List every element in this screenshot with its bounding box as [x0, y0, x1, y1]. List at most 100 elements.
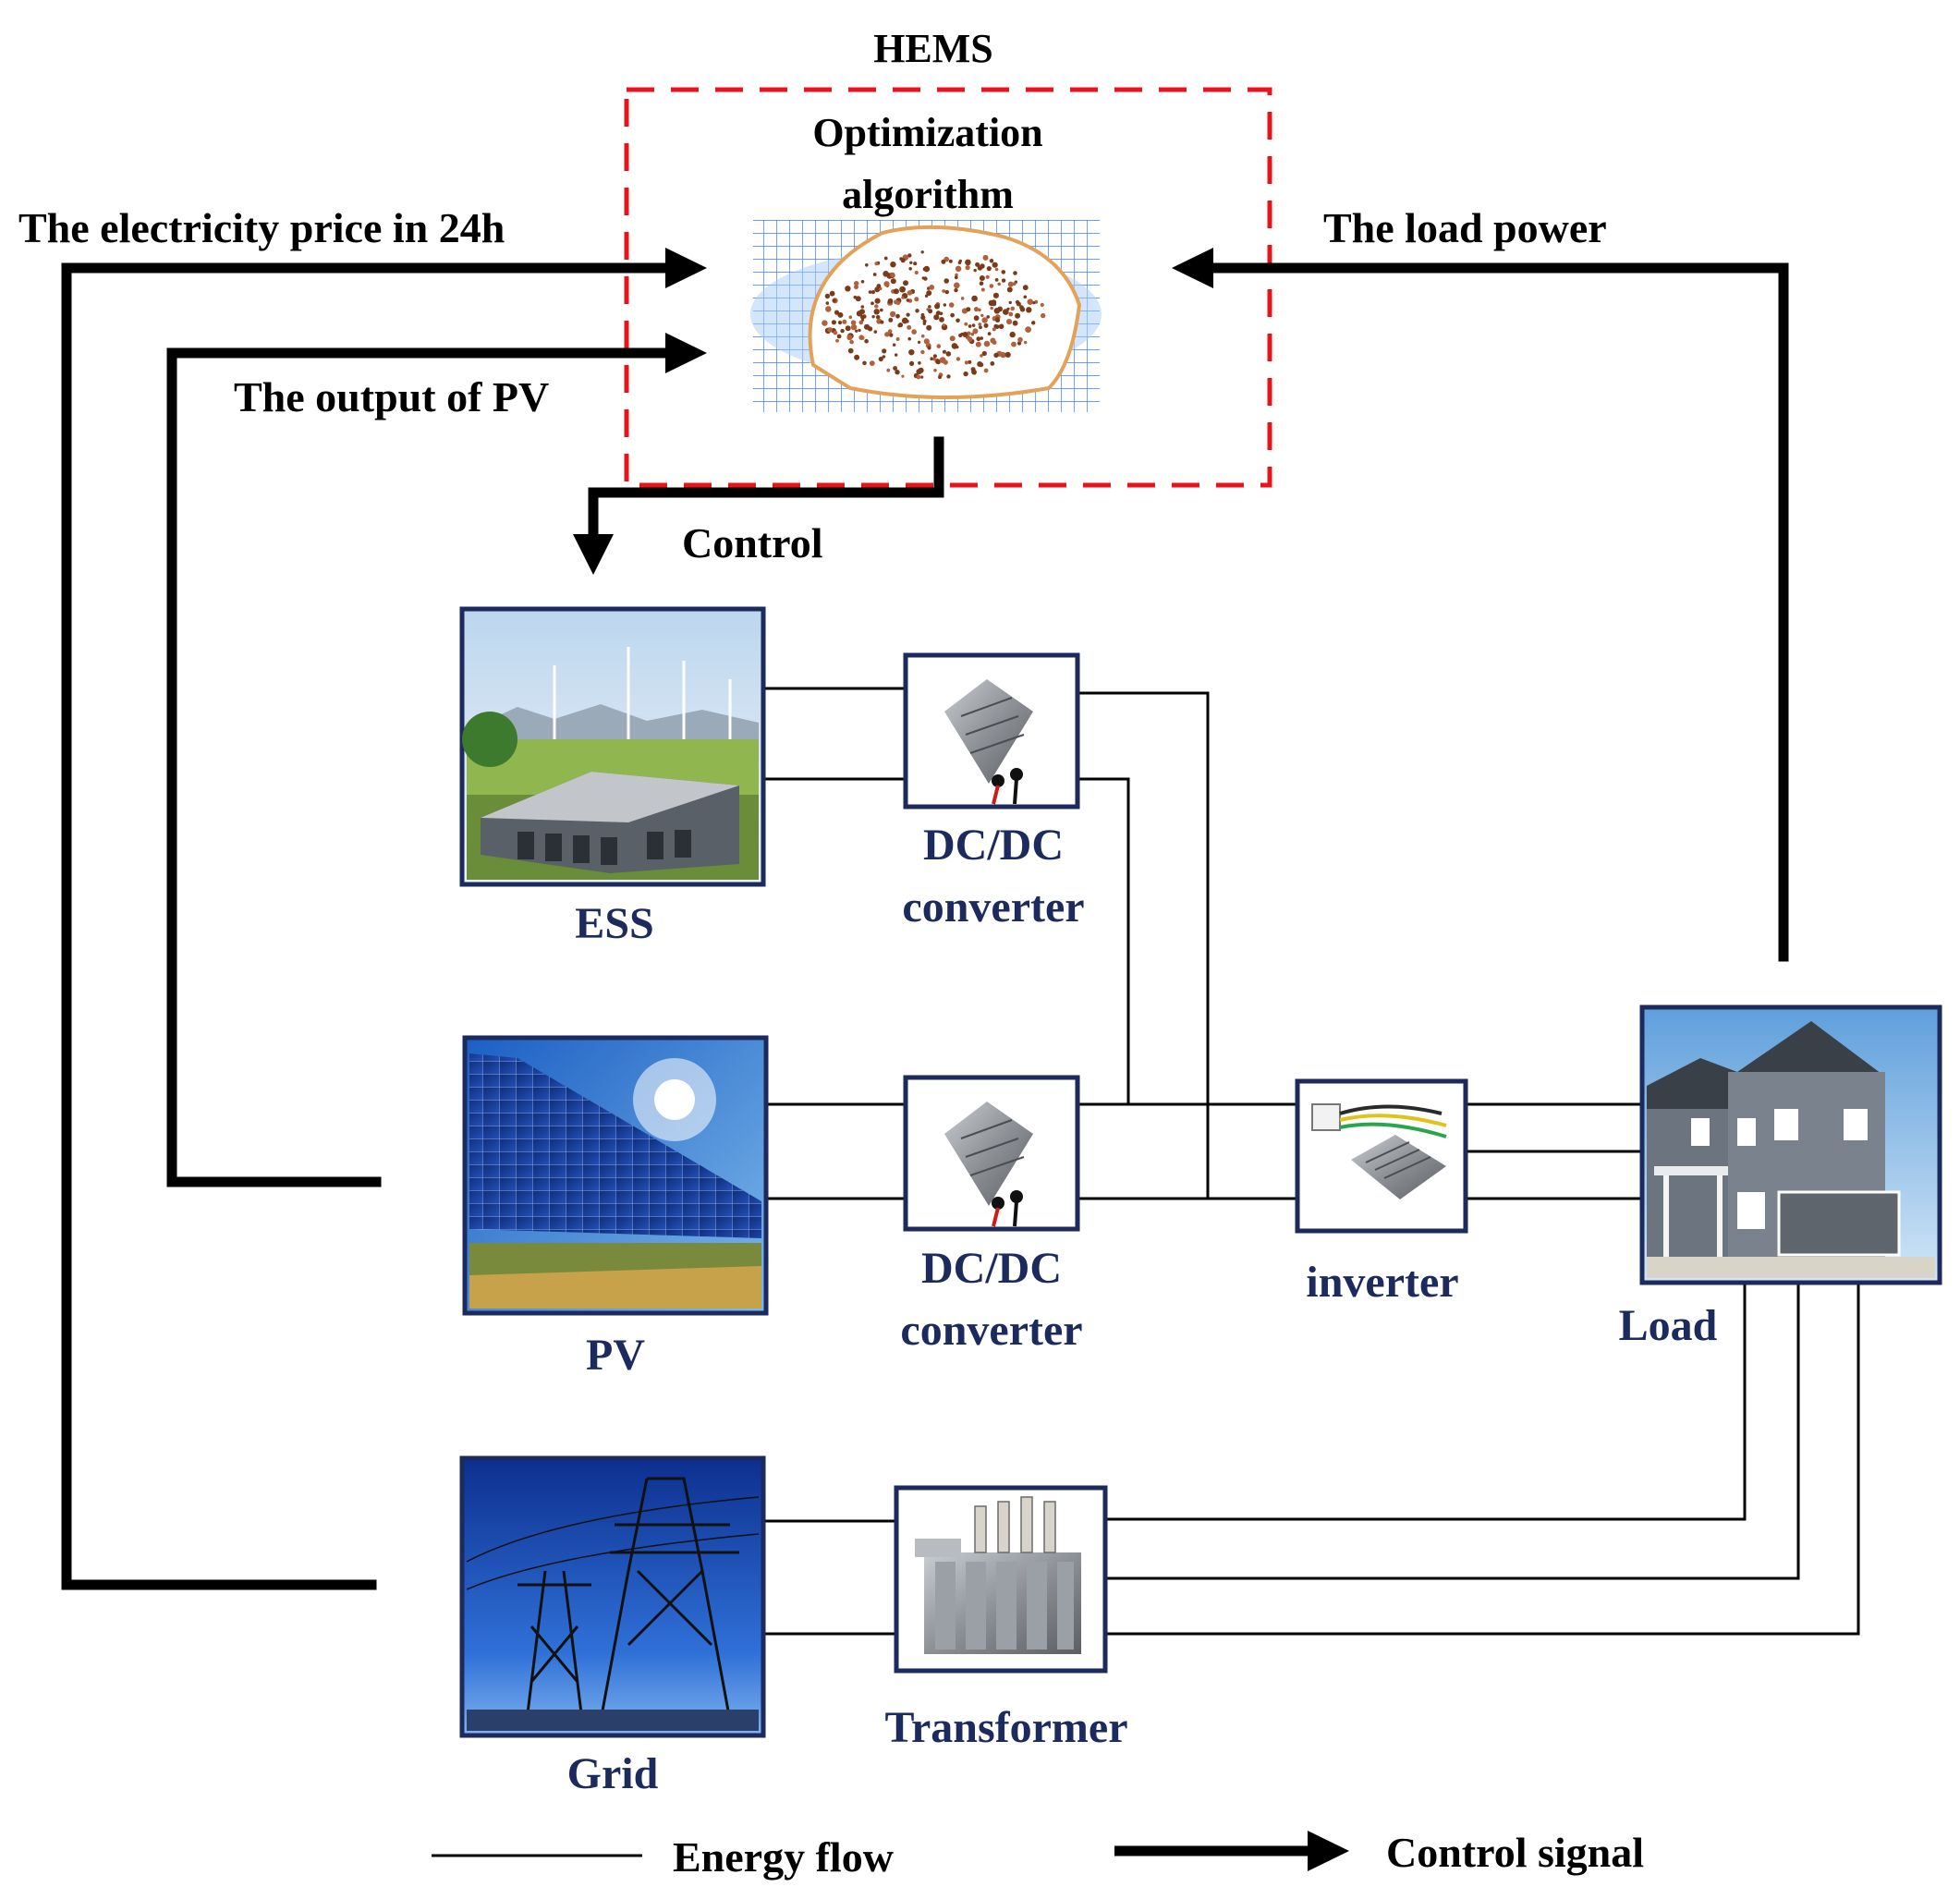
particle-dot — [980, 336, 983, 340]
particle-dot — [933, 369, 937, 372]
particle-dot — [872, 273, 877, 276]
particle-dot — [909, 360, 915, 366]
dcdc1-label-line2: converter — [902, 883, 1084, 931]
particle-dot — [907, 336, 911, 341]
particle-dot — [1032, 301, 1036, 305]
particle-dot — [997, 282, 1001, 286]
particle-dot — [944, 289, 949, 295]
particle-dot — [983, 323, 989, 328]
particle-dot — [977, 361, 983, 367]
particle-dot — [845, 286, 851, 292]
grid-label: Grid — [567, 1749, 659, 1798]
particle-dot — [992, 292, 999, 298]
particle-dot — [907, 290, 913, 296]
dcdc2-label-line2: converter — [900, 1306, 1082, 1355]
algorithm-title-line2: algorithm — [842, 172, 1014, 217]
particle-dot — [968, 359, 972, 364]
particle-dot — [986, 315, 990, 319]
particle-dot — [923, 276, 928, 281]
particle-dot — [901, 374, 905, 378]
particle-dot — [955, 265, 962, 272]
particle-dot — [897, 323, 902, 328]
particle-dot — [862, 360, 867, 366]
particle-dot — [914, 270, 919, 275]
particle-dot — [1016, 301, 1021, 307]
control-signal-line — [588, 436, 944, 551]
particle-dot — [943, 303, 947, 307]
particle-dot — [907, 253, 912, 258]
dcdc1-label-line1: DC/DC — [923, 821, 1064, 870]
particle-dot — [906, 298, 910, 302]
particle-dot — [1009, 331, 1016, 338]
particle-dot — [836, 334, 842, 339]
particle-dot — [936, 310, 941, 315]
transmission-tower-icon — [459, 1455, 766, 1738]
load-label: Load — [1619, 1301, 1718, 1350]
particle-dot — [911, 329, 917, 335]
particle-dot — [873, 330, 878, 334]
particle-dot — [923, 338, 930, 345]
particle-dot — [948, 302, 955, 308]
particle-dot — [878, 356, 883, 362]
particle-dot — [990, 361, 995, 366]
optimization-plot-icon — [750, 220, 1102, 412]
pv-label: PV — [586, 1331, 645, 1380]
particle-dot — [860, 305, 865, 309]
price-signal-line — [61, 262, 685, 1590]
inverter-label: inverter — [1306, 1258, 1458, 1307]
particle-dot — [858, 328, 861, 333]
particle-dot — [1017, 341, 1022, 346]
particle-dot — [980, 354, 983, 358]
hems-title: HEMS — [873, 26, 993, 71]
particle-dot — [964, 322, 968, 326]
particle-dot — [978, 323, 982, 326]
particle-dot — [916, 369, 922, 375]
particle-dot — [935, 359, 941, 365]
particle-dot — [870, 290, 876, 295]
house-icon — [1639, 1004, 1942, 1285]
control-signal-label: Control — [682, 519, 823, 566]
particle-dot — [832, 298, 836, 303]
particle-dot — [1022, 285, 1029, 291]
particle-dot — [863, 323, 870, 330]
particle-dot — [893, 366, 897, 371]
particle-dot — [980, 313, 984, 318]
particle-dot — [914, 297, 919, 302]
particle-dot — [932, 354, 938, 359]
particle-dot — [992, 262, 998, 268]
particle-dot — [973, 315, 980, 322]
particle-dot — [850, 320, 857, 326]
particle-dot — [835, 338, 839, 343]
particle-dot — [993, 308, 1001, 314]
particle-dot — [884, 332, 890, 337]
particle-dot — [956, 318, 960, 323]
particle-dot — [946, 374, 951, 379]
particle-dot — [986, 266, 992, 272]
particle-dot — [887, 329, 893, 334]
particle-dot — [890, 272, 895, 278]
particle-dot — [973, 268, 977, 273]
particle-dot — [893, 343, 896, 347]
particle-dot — [901, 296, 905, 299]
particle-dot — [889, 310, 896, 318]
particle-dot — [920, 250, 924, 254]
particle-dot — [1031, 321, 1036, 325]
particle-dot — [849, 339, 854, 345]
particle-dot — [895, 313, 900, 319]
particle-dot — [973, 307, 980, 312]
particle-dot — [1010, 306, 1015, 311]
price-signal-label: The electricity price in 24h — [18, 204, 505, 251]
particle-dot — [920, 375, 924, 379]
particle-dot — [825, 301, 830, 305]
particle-dot — [981, 350, 987, 357]
particle-dot — [827, 327, 833, 333]
particle-dot — [960, 297, 965, 300]
particle-dot — [913, 262, 918, 266]
particle-dot — [829, 290, 835, 297]
legend-control-signal-label: Control signal — [1386, 1829, 1644, 1876]
particle-dot — [983, 340, 991, 347]
particle-dot — [968, 324, 972, 328]
particle-dot — [1006, 319, 1013, 325]
particle-dot — [909, 261, 913, 264]
particle-dot — [983, 368, 989, 373]
